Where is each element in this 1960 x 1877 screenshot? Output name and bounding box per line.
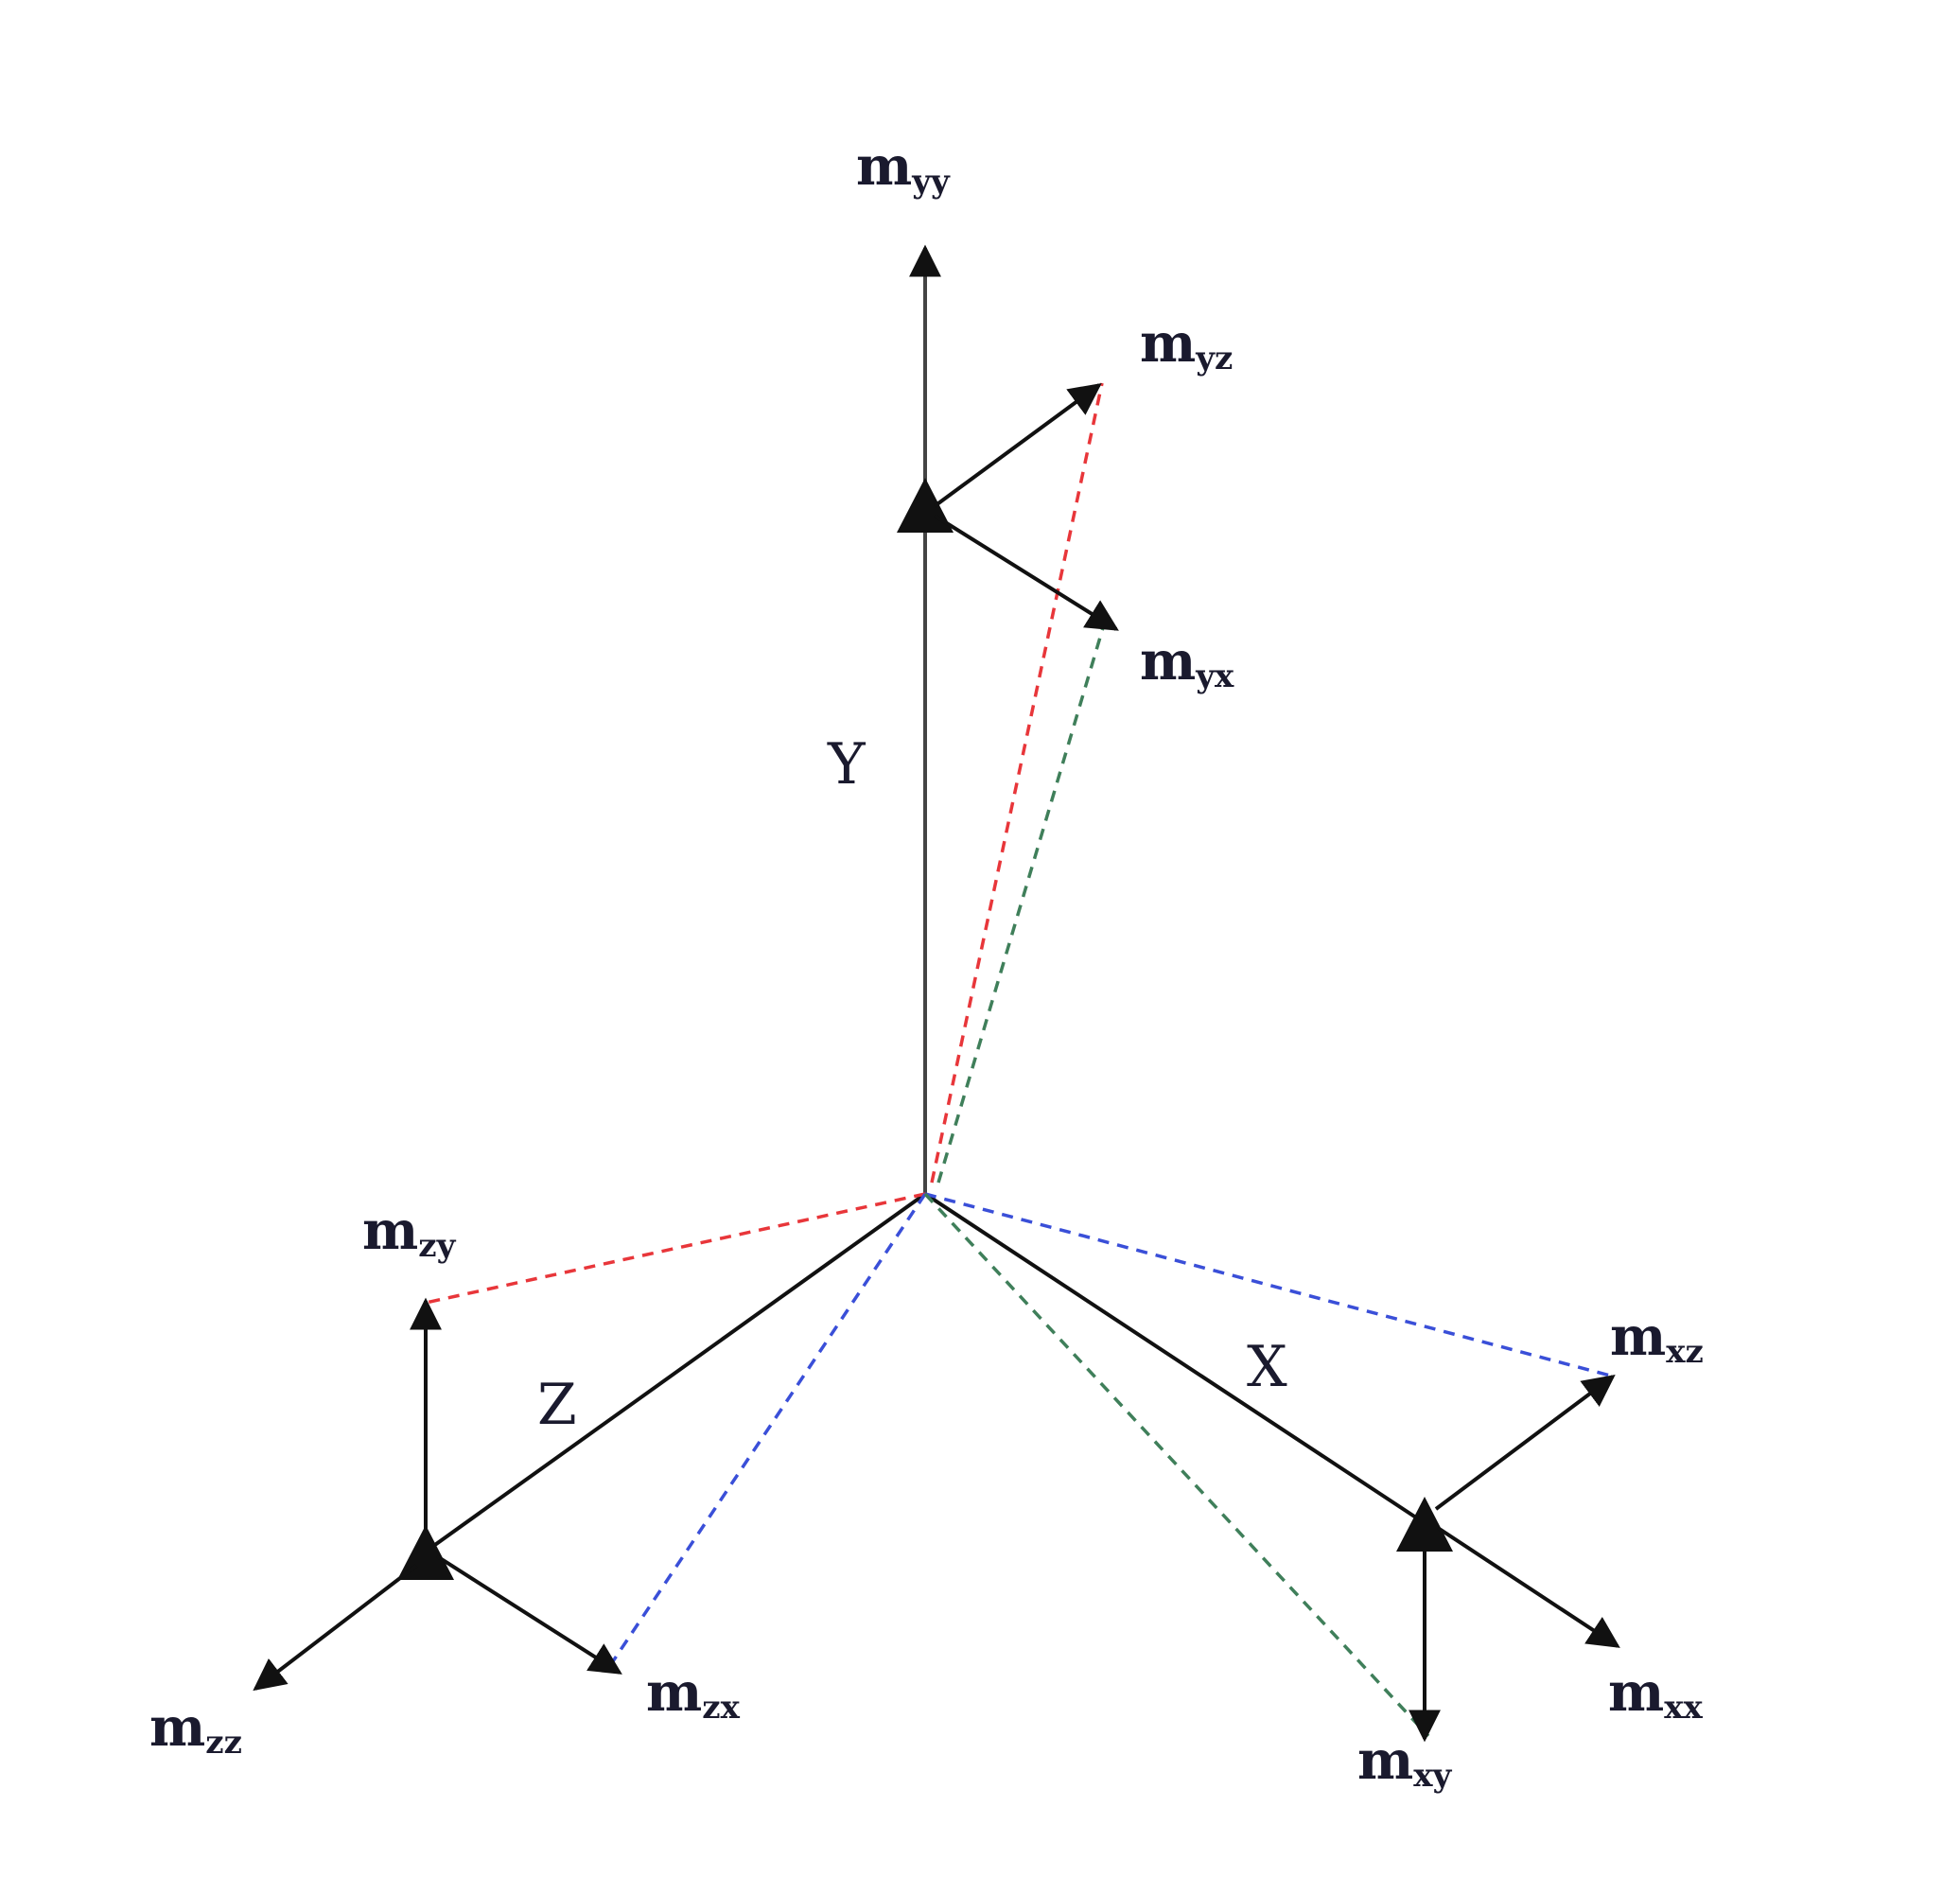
label-mxz: mxz: [1610, 1306, 1704, 1371]
arrow-myx: [933, 514, 1119, 631]
x-node-triangle-icon: [1396, 1497, 1453, 1552]
y-node-triangle-icon: [897, 478, 954, 533]
dashed-red-to-myz: [930, 382, 1104, 1184]
arrow-mzx: [435, 1554, 622, 1675]
arrow-mzz: [253, 1564, 418, 1692]
arrow-myz: [933, 382, 1102, 508]
arrow-mxx: [1436, 1526, 1620, 1648]
arrow-mxz: [1434, 1374, 1616, 1511]
z-axis-line: [424, 1192, 927, 1553]
label-mxx: mxx: [1608, 1661, 1704, 1727]
z-node-triangle-icon: [397, 1525, 454, 1580]
y-axis-label: Y: [827, 731, 866, 798]
dashed-blue-to-mzx: [604, 1193, 927, 1674]
label-mzx: mzx: [646, 1661, 741, 1727]
dashed-green-to-mxy: [923, 1192, 1430, 1738]
z-axis-label: Z: [537, 1372, 577, 1438]
label-myy: myy: [856, 135, 951, 201]
label-mzy: mzy: [362, 1200, 457, 1265]
label-myz: myz: [1140, 312, 1233, 377]
label-myx: myx: [1140, 630, 1234, 695]
dashed-red-to-mzy: [425, 1192, 926, 1305]
dashed-green-to-myx: [936, 614, 1109, 1184]
label-mxy: mxy: [1357, 1729, 1453, 1795]
x-axis-label: X: [1247, 1334, 1287, 1400]
x-axis-line: [923, 1192, 1426, 1525]
label-mzz: mzz: [149, 1696, 242, 1762]
